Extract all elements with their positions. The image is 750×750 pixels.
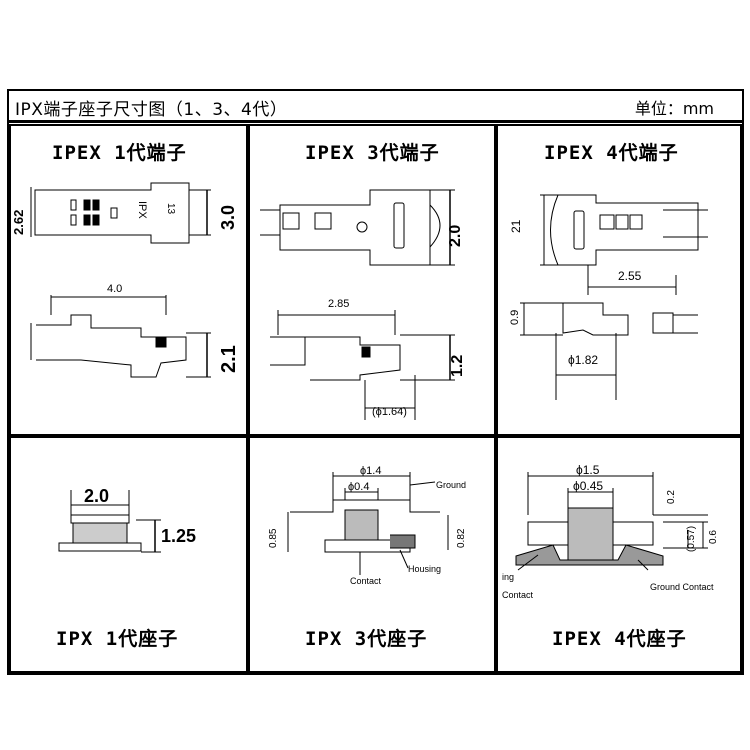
p1-length-label: 4.0 — [107, 283, 122, 295]
p1-marking-num-label: 13 — [165, 203, 176, 215]
panel-4-heading: IPX 1代座子 — [56, 628, 179, 650]
p2-diameter-label: (ϕ1.64) — [372, 406, 407, 418]
panel-3-heading: IPEX 4代端子 — [544, 142, 679, 164]
p5-outer-label: ϕ1.4 — [360, 465, 381, 477]
panel-1-heading: IPEX 1代端子 — [52, 142, 187, 164]
p6-inner-h-label: (0.57) — [686, 526, 697, 552]
panel-5-drawing: ϕ1.4 ϕ0.4 Ground 0.85 0.82 Contact Housi… — [268, 465, 467, 586]
panel-5-heading: IPX 3代座子 — [305, 628, 428, 650]
p4-diameter-label: 2.0 — [84, 486, 109, 506]
p3-length-label: 2.55 — [618, 269, 642, 283]
panel-6-frame — [496, 436, 742, 673]
dimension-sheet: IPX端子座子尺寸图（1、3、4代） 单位：mm — [7, 89, 744, 675]
panel-2-drawing: 2.0 2.85 1.2 (ϕ1.64) — [260, 189, 466, 420]
p5-height-right-label: 0.82 — [456, 528, 467, 548]
panel-4-drawing: 2.0 1.25 — [58, 486, 196, 553]
p3-width-label: 21 — [509, 219, 523, 233]
p5-contact-label: Contact — [350, 576, 382, 586]
panel-2-frame — [248, 124, 496, 436]
p6-top-gap-label: 0.2 — [666, 490, 677, 504]
p2-length-label: 2.85 — [328, 298, 349, 310]
p6-contact-label: Contact — [502, 590, 534, 600]
unit-label: 单位：mm — [634, 99, 714, 118]
panel-3-drawing: 21 2.55 0.9 ϕ1.82 — [509, 194, 708, 400]
p6-outer-label: ϕ1.5 — [576, 463, 600, 477]
p1-width-label: 3.0 — [218, 205, 238, 230]
panel-5-frame — [248, 436, 496, 673]
p3-height-label: 0.9 — [509, 310, 521, 325]
p5-ground-label: Ground — [436, 480, 466, 490]
p6-height-label: 0.6 — [708, 530, 719, 544]
panel-6-drawing: ϕ1.5 ϕ0.45 0.2 (0.57) 0.6 ing Contact Gr… — [502, 463, 719, 600]
p2-width-label: 2.0 — [447, 225, 464, 247]
p6-ground-contact-label: Ground Contact — [650, 582, 714, 592]
p1-height-label: 2.1 — [218, 345, 240, 373]
p5-inner-label: ϕ0.4 — [348, 481, 369, 493]
p3-diameter-label: ϕ1.82 — [568, 353, 598, 367]
p2-height-label: 1.2 — [449, 355, 466, 377]
panel-6-heading: IPEX 4代座子 — [552, 628, 687, 650]
p4-height-label: 1.25 — [161, 526, 196, 546]
p1-body-height-label: 2.62 — [11, 210, 26, 235]
p5-housing-label: Housing — [408, 564, 441, 574]
panel-2-heading: IPEX 3代端子 — [305, 142, 440, 164]
sheet-title: IPX端子座子尺寸图（1、3、4代） — [15, 100, 288, 120]
title-bar: IPX端子座子尺寸图（1、3、4代） 单位：mm — [9, 91, 742, 123]
p6-ring-label: ing — [502, 572, 514, 582]
panel-3-frame — [496, 124, 742, 436]
p1-marking-label: IPX — [136, 201, 148, 219]
p6-inner-label: ϕ0.45 — [573, 479, 603, 493]
p5-height-left-label: 0.85 — [268, 528, 279, 548]
panel-4-frame — [9, 436, 248, 673]
panel-1-frame — [9, 124, 248, 436]
panel-1-drawing: 2.62 IPX 13 3.0 4.0 2.1 — [11, 182, 240, 378]
